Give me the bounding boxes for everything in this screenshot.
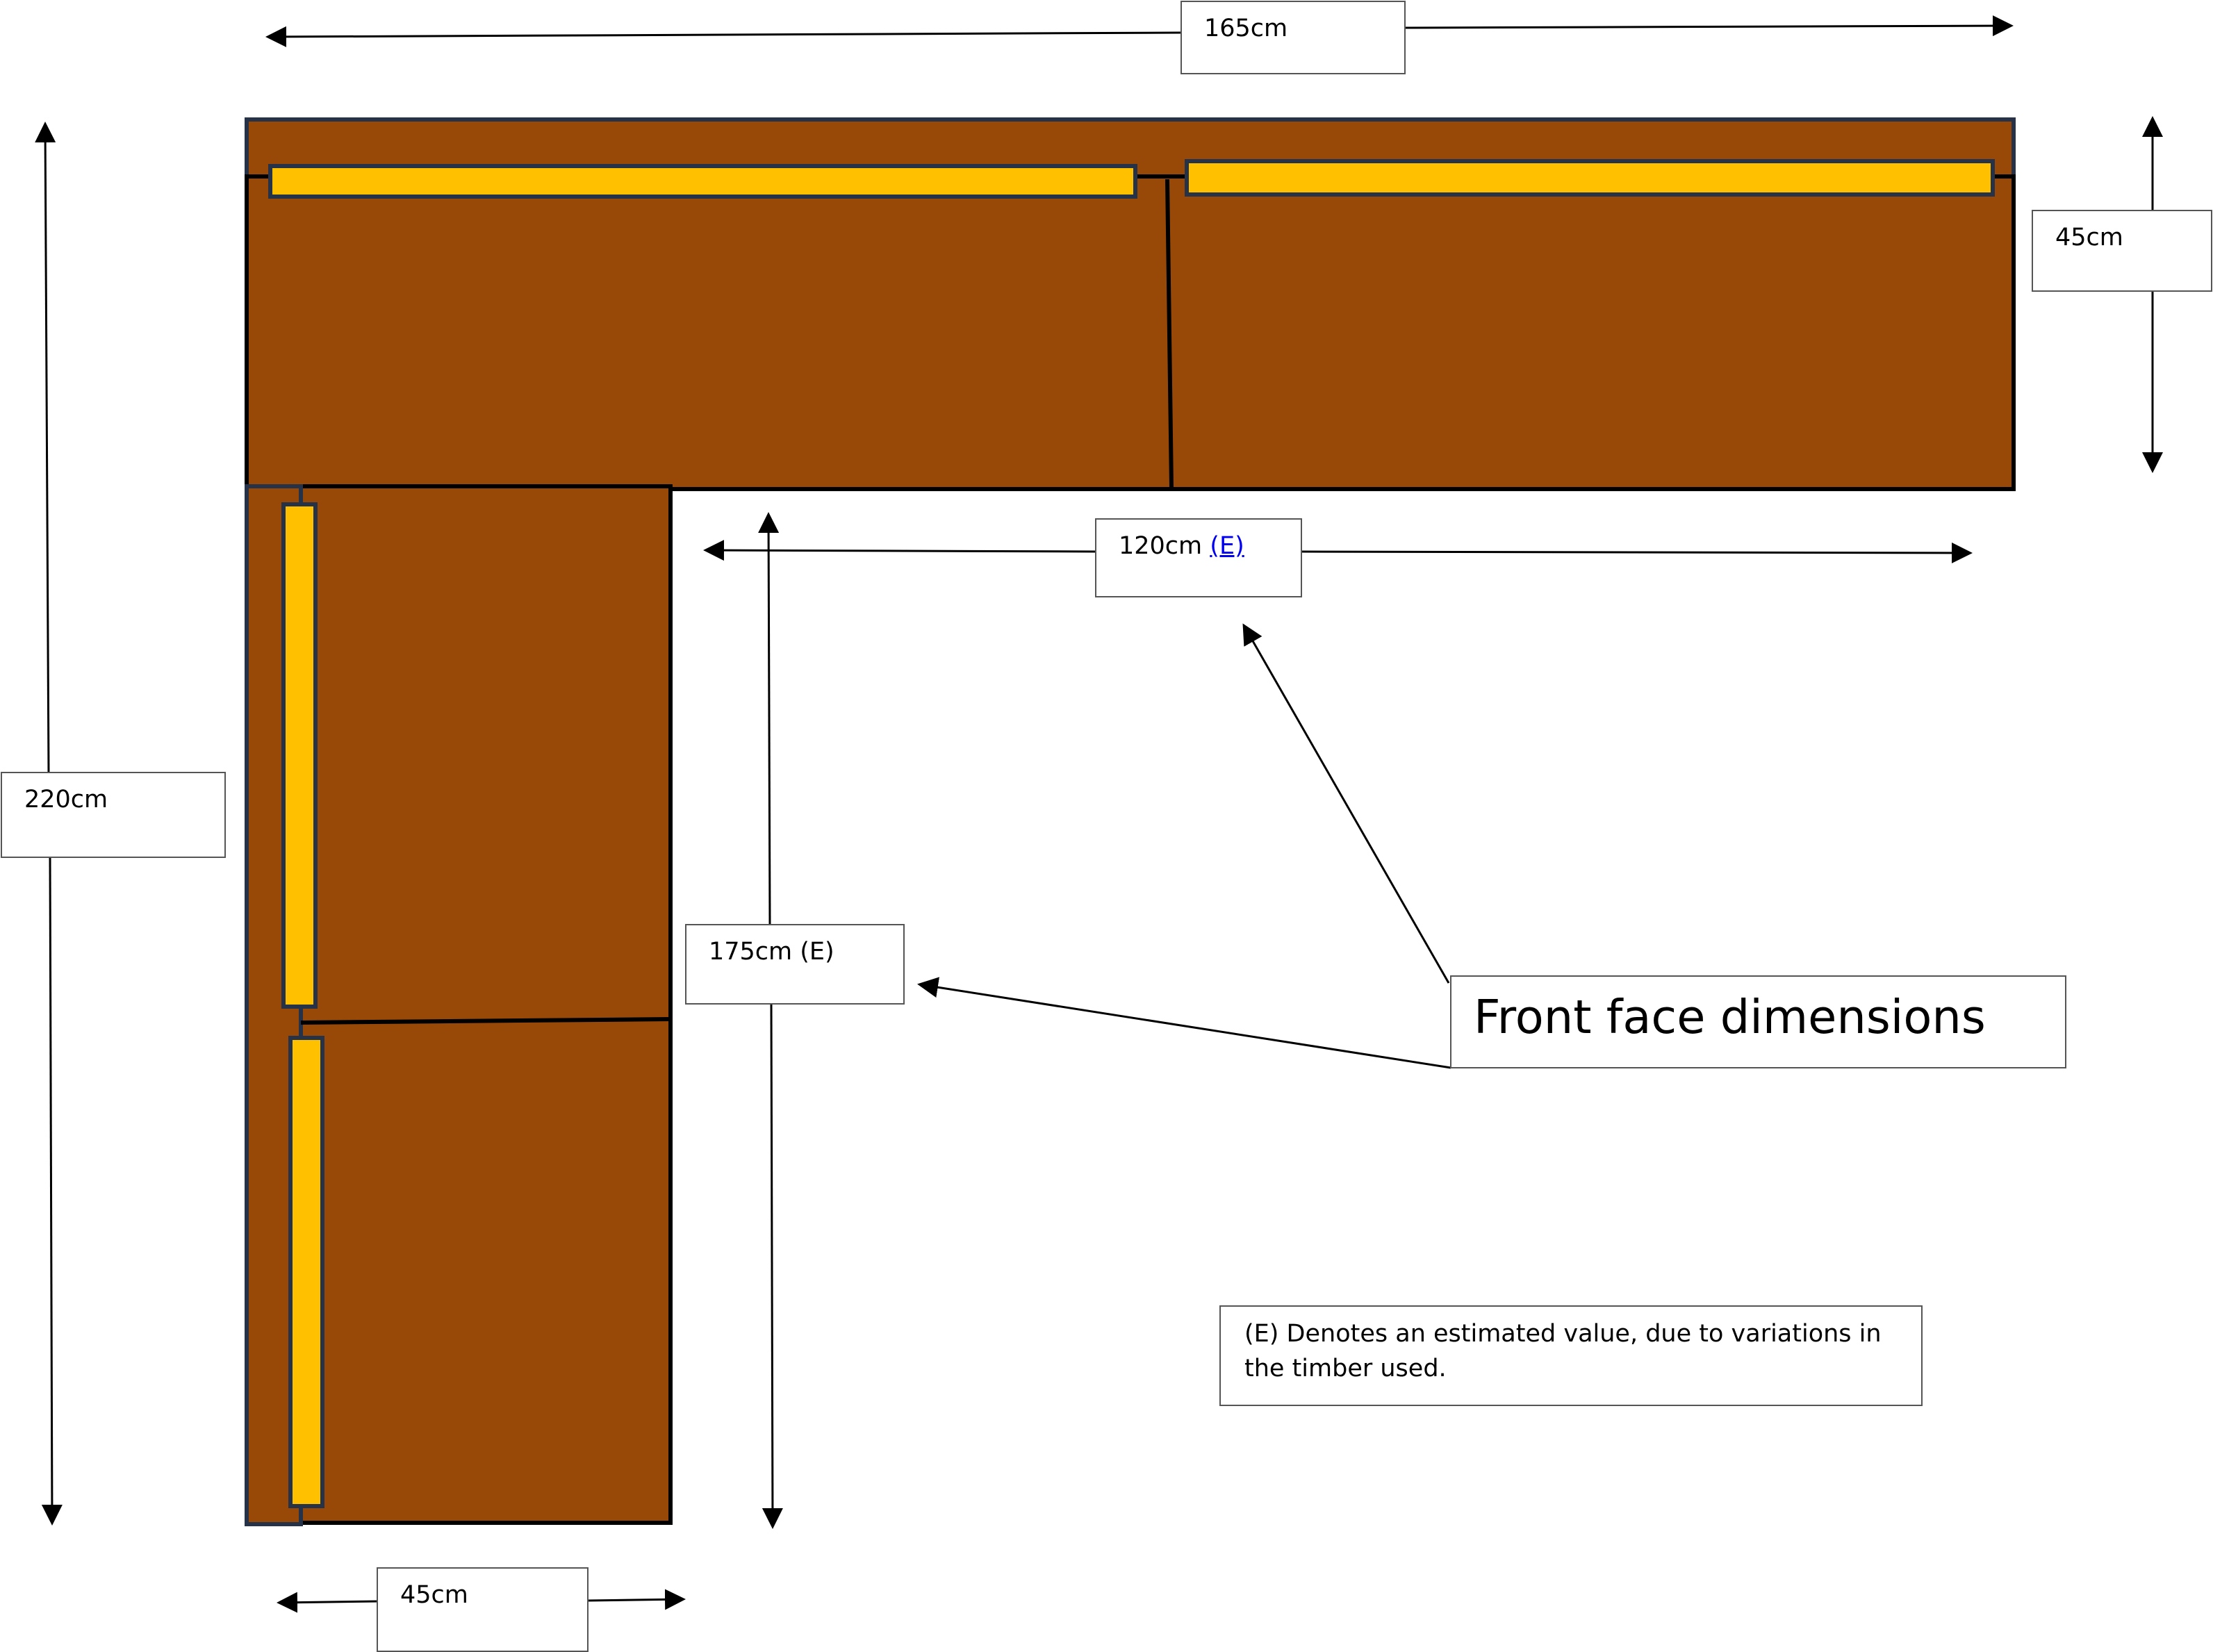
inner-width-arrow-right xyxy=(1300,542,1973,563)
right-depth-label: 45cm xyxy=(2032,210,2212,292)
top-bench-joint xyxy=(1165,179,1174,488)
inner-height-arrow-up xyxy=(758,512,780,926)
top-width-arrow-right xyxy=(1403,15,2014,37)
front-face-callout: Front face dimensions xyxy=(1450,975,2066,1068)
left-bench-slat-upper xyxy=(281,502,318,1009)
left-height-label: 220cm xyxy=(1,772,226,858)
bottom-depth-arrow-right xyxy=(586,1589,686,1610)
bottom-depth-label: 45cm xyxy=(377,1567,589,1652)
inner-height-label: 175cm (E) xyxy=(685,924,905,1005)
top-bench-body xyxy=(245,174,2016,491)
inner-height-arrow-down xyxy=(762,1003,783,1529)
left-bench-slat-lower xyxy=(288,1036,324,1508)
inner-width-value: 120cm xyxy=(1119,532,1203,560)
left-bench xyxy=(245,484,673,1526)
bottom-depth-arrow-left xyxy=(277,1592,379,1613)
left-bench-joint xyxy=(300,1017,670,1025)
top-bench-slat-right xyxy=(1185,159,1995,197)
estimate-marker-link[interactable]: (E) xyxy=(1210,532,1244,560)
left-height-arrow-up xyxy=(35,122,56,774)
inner-width-arrow-left xyxy=(703,540,1097,561)
top-bench xyxy=(245,117,2016,491)
callout-pointer-lower xyxy=(917,977,1451,1069)
callout-pointer-upper xyxy=(1242,623,1450,984)
estimate-note: (E) Denotes an estimated value, due to v… xyxy=(1219,1305,1923,1406)
top-width-label: 165cm xyxy=(1180,1,1406,74)
top-width-arrow-left xyxy=(265,26,1182,47)
dimension-arrows xyxy=(35,15,2163,1613)
left-height-arrow-down xyxy=(41,856,63,1526)
top-bench-slat-left xyxy=(268,164,1137,199)
inner-width-label: 120cm (E) xyxy=(1095,518,1302,597)
